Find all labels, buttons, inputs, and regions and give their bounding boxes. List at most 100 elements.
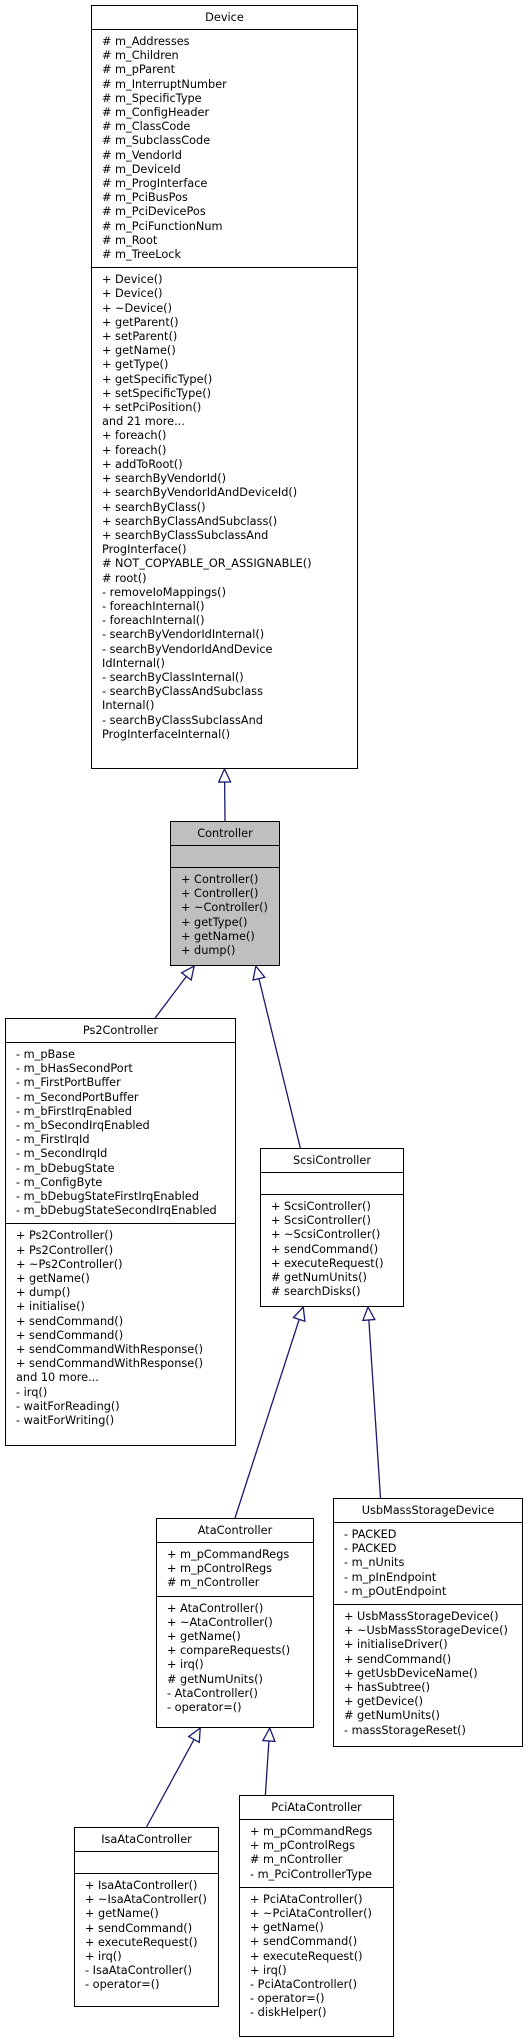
class-member: - irq() [16,1385,48,1399]
class-member: - m_bHasSecondPort [16,1062,133,1076]
class-member: # m_InterruptNumber [102,77,227,91]
class-member: + sendCommandWithResponse() [16,1343,204,1357]
class-member: # NOT_COPYABLE_OR_ASSIGNABLE() [102,557,312,571]
class-member: - searchByVendorIdAndDevice [102,642,273,656]
class-member: + Controller() [181,887,259,901]
class-member: + executeRequest() [250,1949,363,1963]
class-member: + getName() [85,1907,159,1921]
class-member: + setPciPosition() [102,401,202,415]
class-member: # root() [102,571,147,585]
class-title: UsbMassStorageDevice [334,1499,522,1523]
inheritance-arrowhead-pciatacontroller [261,1726,276,1743]
class-member: - m_pBase [16,1048,75,1061]
class-member: + getType() [102,358,169,372]
class-pciatacontroller[interactable]: PciAtaController + m_pCommandRegs+ m_pCo… [239,1795,394,2037]
class-member: # m_VendorId [102,148,182,162]
class-member: + ~Device() [102,301,172,315]
inheritance-arrowhead-ps2controller [180,964,196,982]
class-member: + getName() [250,1921,324,1935]
class-member: + Device() [102,273,163,287]
class-member: + ~AtaController() [167,1615,273,1629]
class-member: # getNumUnits() [271,1271,367,1285]
class-member: - removeIoMappings() [102,585,226,599]
inheritance-edge-scsicontroller [258,978,301,1149]
class-member: + searchByClass() [102,500,206,514]
class-title: Device [92,6,357,30]
class-member: + dump() [181,944,236,958]
class-member: - m_bDebugState [16,1161,115,1175]
attributes-section: + m_pCommandRegs+ m_pControlRegs# m_nCon… [157,1543,313,1597]
class-scsicontroller[interactable]: ScsiController + ScsiController()+ ScsiC… [260,1148,404,1307]
class-member: + getDevice() [344,1695,424,1709]
class-title: PciAtaController [240,1796,393,1820]
class-title: Controller [171,822,279,846]
class-member: + sendCommandWithResponse() [16,1357,204,1371]
class-member: + UsbMassStorageDevice() [344,1610,499,1624]
class-member: - m_PciControllerType [250,1867,372,1881]
class-member: # m_Addresses [102,35,190,48]
class-atacontroller[interactable]: AtaController + m_pCommandRegs+ m_pContr… [156,1518,314,1728]
class-member: + getName() [181,929,255,943]
class-member: + getType() [181,915,248,929]
class-member: - diskHelper() [250,2006,327,2020]
methods-section: + AtaController()+ ~AtaController()+ get… [157,1597,313,1721]
class-isaatacontroller[interactable]: IsaAtaController + IsaAtaController()+ ~… [74,1827,219,2007]
class-member: # m_ConfigHeader [102,106,210,120]
class-member: + ~IsaAtaController() [85,1893,207,1907]
class-member: + Controller() [181,873,259,886]
class-member: - searchByClassAndSubclass [102,685,263,699]
methods-section: + Controller()+ Controller()+ ~Controlle… [171,868,279,963]
class-member: - operator=() [85,1978,160,1992]
class-member: + getSpecificType() [102,372,213,386]
class-member: # m_PciBusPos [102,191,188,205]
class-member: + getName() [16,1272,90,1286]
class-member: # m_Children [102,49,179,63]
class-member: - m_SecondPortBuffer [16,1090,139,1104]
class-member: + compareRequests() [167,1644,291,1658]
class-member: # m_nController [250,1853,343,1867]
class-member: + getUsbDeviceName() [344,1666,478,1680]
class-member: - PACKED [344,1542,397,1556]
class-member: + irq() [167,1658,204,1672]
class-member: + searchByVendorIdAndDeviceId() [102,486,298,500]
class-member: - m_FirstPortBuffer [16,1076,121,1090]
class-member: - IsaAtaController() [85,1964,193,1978]
class-member: + m_pControlRegs [167,1562,273,1576]
class-member: - foreachInternal() [102,599,205,613]
methods-section: + Device()+ Device()+ ~Device()+ getPare… [92,268,357,747]
class-member: + hasSubtree() [344,1681,431,1695]
class-usbmassstoragedevice[interactable]: UsbMassStorageDevice - PACKED- PACKED - m… [333,1498,523,1747]
class-member: # m_TreeLock [102,248,182,262]
class-member: and 10 more... [16,1371,99,1385]
class-member: # searchDisks() [271,1285,361,1299]
class-member: - massStorageReset() [344,1723,466,1737]
class-member: + dump() [16,1286,71,1300]
attributes-section: # m_Addresses# m_Children# m_pParent# m_… [92,30,357,269]
class-member: # m_PciDevicePos [102,205,206,219]
class-member: - m_FirstIrqId [16,1133,90,1147]
inheritance-edge-ps2controller [154,976,187,1019]
inheritance-arrowhead-atacontroller [292,1305,306,1323]
class-member: + getName() [102,344,176,358]
class-member: - searchByVendorIdInternal() [102,628,265,642]
class-title: Ps2Controller [6,1019,235,1043]
class-device[interactable]: Device # m_Addresses# m_Children# m_pPar… [91,5,358,769]
methods-section: + Ps2Controller()+ Ps2Controller()+ ~Ps2… [6,1224,235,1433]
class-member: + getName() [167,1630,241,1644]
inheritance-edge-pciatacontroller [264,1740,270,1796]
class-member: - waitForReading() [16,1399,120,1413]
inheritance-arrowhead-controller [217,767,232,783]
class-member: + getParent() [102,315,179,329]
class-member: + sendCommand() [250,1935,358,1949]
class-member: - waitForWriting() [16,1414,115,1428]
class-ps2controller[interactable]: Ps2Controller - m_pBase- m_bHasSecondPor… [5,1018,236,1446]
class-member: + addToRoot() [102,457,183,471]
class-member: + ~Controller() [181,901,268,915]
class-controller[interactable]: Controller + Controller()+ Controller()+… [170,821,280,966]
class-member: - PACKED [344,1528,397,1541]
class-member: + m_pCommandRegs [167,1548,290,1561]
inheritance-arrowhead-usbmassstoragedevice [361,1305,376,1322]
attributes-section [171,846,279,868]
class-member: + ~ScsiController() [271,1228,381,1242]
